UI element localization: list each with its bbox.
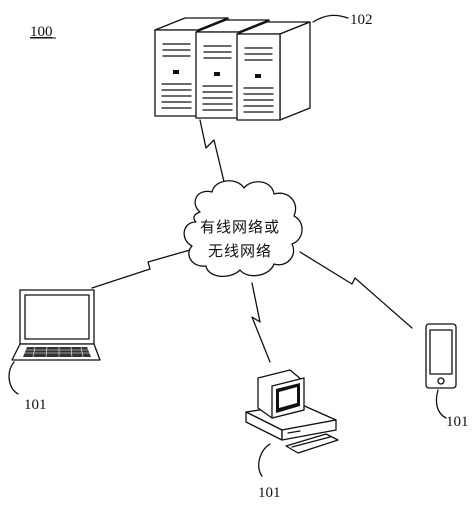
network-label-line2: 无线网络 bbox=[208, 242, 272, 260]
figure-number: 100 bbox=[30, 24, 53, 40]
desktop-leader-line bbox=[258, 443, 271, 477]
server-to-network-link bbox=[199, 119, 227, 191]
phone-to-network-link bbox=[299, 251, 413, 329]
cloud-icon: 有线网络或 无线网络 bbox=[183, 180, 303, 277]
server-leader-line bbox=[312, 14, 349, 23]
laptop-label: 101 bbox=[24, 397, 47, 413]
phone-leader-line bbox=[435, 389, 447, 419]
server-rack-icon bbox=[154, 17, 311, 121]
connection-lines bbox=[91, 119, 413, 363]
laptop-to-network-link bbox=[91, 249, 191, 289]
laptop-leader-line bbox=[8, 361, 19, 395]
desktop-computer-icon bbox=[245, 369, 339, 454]
laptop-icon bbox=[11, 289, 101, 361]
phone-label: 101 bbox=[446, 414, 469, 430]
mobile-phone-icon bbox=[425, 323, 457, 389]
desktop-label: 101 bbox=[258, 485, 281, 501]
desktop-to-network-link bbox=[251, 282, 271, 363]
server-label: 102 bbox=[350, 12, 373, 28]
server-tower-3 bbox=[236, 21, 311, 121]
network-label-line1: 有线网络或 bbox=[200, 218, 280, 236]
